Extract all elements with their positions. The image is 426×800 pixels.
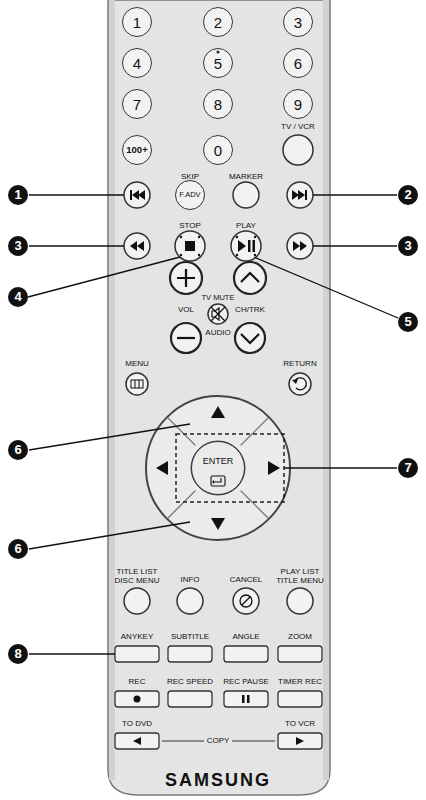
button-text: 7 bbox=[133, 97, 141, 112]
enter-button: ENTER bbox=[191, 441, 245, 495]
callout-number: 5 bbox=[398, 312, 418, 332]
digit-button: 2 bbox=[203, 7, 233, 37]
digit-button: 100+ bbox=[122, 135, 152, 165]
button-label: REC PAUSE bbox=[223, 677, 269, 686]
button-label: ZOOM bbox=[288, 632, 312, 641]
button-text: 1 bbox=[133, 15, 141, 30]
digit-button: 0 bbox=[203, 135, 233, 165]
button-label: ANGLE bbox=[232, 632, 259, 641]
callout-number: 8 bbox=[8, 644, 28, 664]
button-label: SUBTITLE bbox=[171, 632, 209, 641]
callout-number: 3 bbox=[398, 236, 418, 256]
button-label: MENU bbox=[125, 359, 149, 368]
callout-number: 2 bbox=[398, 185, 418, 205]
button-label: CANCEL bbox=[230, 575, 262, 584]
brand-logo: SAMSUNG bbox=[165, 770, 271, 791]
button-label: SKIP bbox=[181, 172, 199, 181]
button-label: CH/TRK bbox=[235, 305, 265, 314]
digit-button: 5 bbox=[203, 48, 233, 78]
callout-number: 7 bbox=[398, 458, 418, 478]
digit-button: 1 bbox=[122, 7, 152, 37]
button-label: PLAY bbox=[236, 221, 256, 230]
button-text: 2 bbox=[214, 15, 222, 30]
button-text: ENTER bbox=[203, 457, 234, 466]
button-text: 5 bbox=[214, 56, 222, 71]
callout-number: 6 bbox=[8, 440, 28, 460]
button-label: TV MUTE bbox=[202, 294, 235, 303]
digit-button: 7 bbox=[122, 89, 152, 119]
button-label: RETURN bbox=[283, 359, 316, 368]
button-label: MARKER bbox=[229, 172, 263, 181]
button-label: STOP bbox=[179, 221, 201, 230]
digit-button: 4 bbox=[122, 48, 152, 78]
button-label: TV / VCR bbox=[281, 122, 315, 131]
button-text: 100+ bbox=[126, 145, 147, 155]
button-text: 9 bbox=[294, 97, 302, 112]
callout-number: 4 bbox=[8, 287, 28, 307]
button-label: REC bbox=[129, 677, 146, 686]
button-label: TO DVD bbox=[122, 719, 152, 728]
button-label: TO VCR bbox=[285, 719, 315, 728]
button-label: TIMER REC bbox=[278, 677, 322, 686]
button-text: 0 bbox=[214, 143, 222, 158]
button-label: INFO bbox=[180, 575, 199, 584]
button-label: VOL bbox=[178, 305, 194, 314]
callout-number: 3 bbox=[8, 236, 28, 256]
button-text: F.ADV bbox=[179, 191, 200, 199]
button-text: 6 bbox=[294, 56, 302, 71]
callout-number: 6 bbox=[8, 539, 28, 559]
button-label: PLAY LIST TITLE MENU bbox=[274, 567, 326, 585]
digit-button: 9 bbox=[283, 89, 313, 119]
button-label: ANYKEY bbox=[121, 632, 153, 641]
button-label: REC SPEED bbox=[167, 677, 213, 686]
button-label: AUDIO bbox=[205, 328, 230, 337]
button-text: 8 bbox=[214, 97, 222, 112]
button-text: 4 bbox=[133, 56, 141, 71]
fadv-button: F.ADV bbox=[175, 180, 205, 210]
button-label: TITLE LIST DISC MENU bbox=[111, 567, 163, 585]
digit-button: 8 bbox=[203, 89, 233, 119]
button-text: 3 bbox=[294, 15, 302, 30]
digit-button: 3 bbox=[283, 7, 313, 37]
digit-button: 6 bbox=[283, 48, 313, 78]
callout-number: 1 bbox=[8, 185, 28, 205]
copy-label: COPY bbox=[204, 736, 233, 745]
